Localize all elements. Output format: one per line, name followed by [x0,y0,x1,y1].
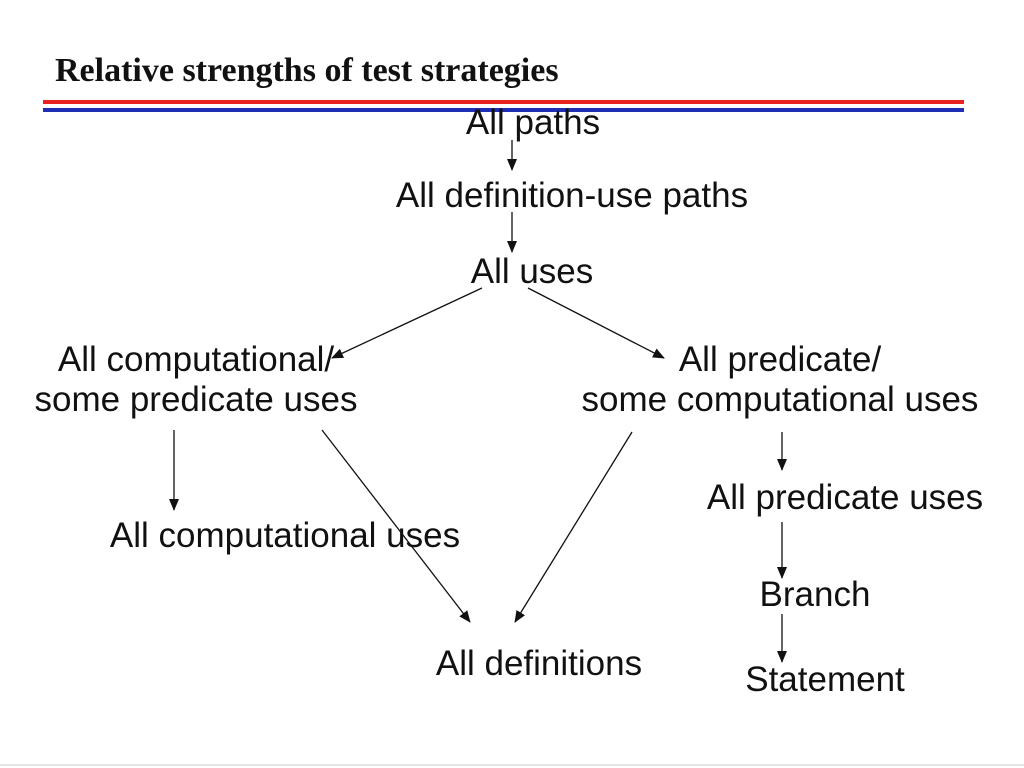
edge-all-uses-to-all-c-some-p [331,287,483,359]
slide-title: Relative strengths of test strategies [55,52,559,89]
node-branch: Branch [759,575,871,614]
node-all-definitions: All definitions [435,644,643,683]
title-rule-red [43,100,964,104]
node-all-predicate-some-computational-uses: All predicate/ some computational uses [582,340,979,420]
edge-all-c-some-p-to-all-defs [321,429,471,623]
title-rule-blue [43,108,964,112]
footer-line [0,764,1024,766]
node-all-c-some-p-line1: All computational/ [57,340,335,379]
node-all-uses: All uses [470,252,594,291]
edge-all-p-some-c-to-all-defs [514,431,633,623]
node-all-p-some-c-line2: some computational uses [581,380,979,419]
node-all-definition-use-paths: All definition-use paths [395,176,749,215]
node-all-p-some-c-line1: All predicate/ [678,340,882,379]
node-all-computational-uses: All computational uses [109,516,461,555]
node-all-c-some-p-line2: some predicate uses [34,380,358,419]
node-all-paths: All paths [465,103,601,142]
node-statement: Statement [745,660,905,699]
edge-all-uses-to-all-p-some-c [527,287,665,359]
node-all-predicate-uses: All predicate uses [706,478,984,517]
node-all-computational-some-predicate-uses: All computational/ some predicate uses [35,340,358,420]
